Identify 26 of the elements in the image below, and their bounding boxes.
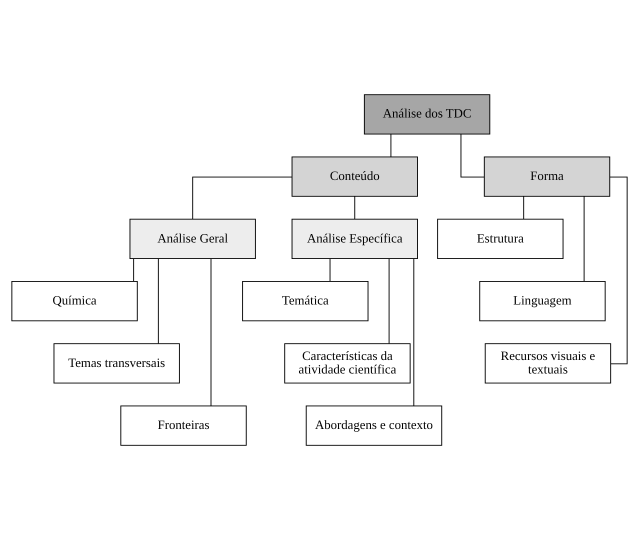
- node-box: Análise Específica: [292, 218, 418, 259]
- node-box: Temática: [242, 280, 368, 321]
- node-box: Química: [11, 280, 138, 321]
- connector: [390, 133, 392, 157]
- node-box: Características da atividade científica: [284, 342, 411, 384]
- connector: [210, 258, 212, 406]
- connector: [609, 176, 628, 364]
- connector: [133, 258, 134, 282]
- connector: [523, 195, 524, 220]
- node-box: Temas transversais: [54, 342, 180, 384]
- node-box: Recursos visuais e textuais: [484, 342, 612, 384]
- node-box: Estrutura: [437, 218, 564, 259]
- connector: [413, 258, 414, 406]
- connector: [584, 195, 585, 282]
- node-box: Linguagem: [479, 280, 606, 321]
- node-box: Forma: [484, 156, 610, 196]
- node-box: Fronteiras: [120, 405, 247, 446]
- connector: [192, 176, 292, 219]
- connector: [158, 258, 159, 344]
- connector: [460, 133, 484, 178]
- node-box: Conteúdo: [292, 156, 418, 196]
- node-box: Análise dos TDC: [364, 94, 490, 134]
- connector: [388, 258, 390, 344]
- node-box: Análise Geral: [130, 218, 256, 259]
- connector: [354, 195, 356, 220]
- node-box: Abordagens e contexto: [306, 405, 442, 446]
